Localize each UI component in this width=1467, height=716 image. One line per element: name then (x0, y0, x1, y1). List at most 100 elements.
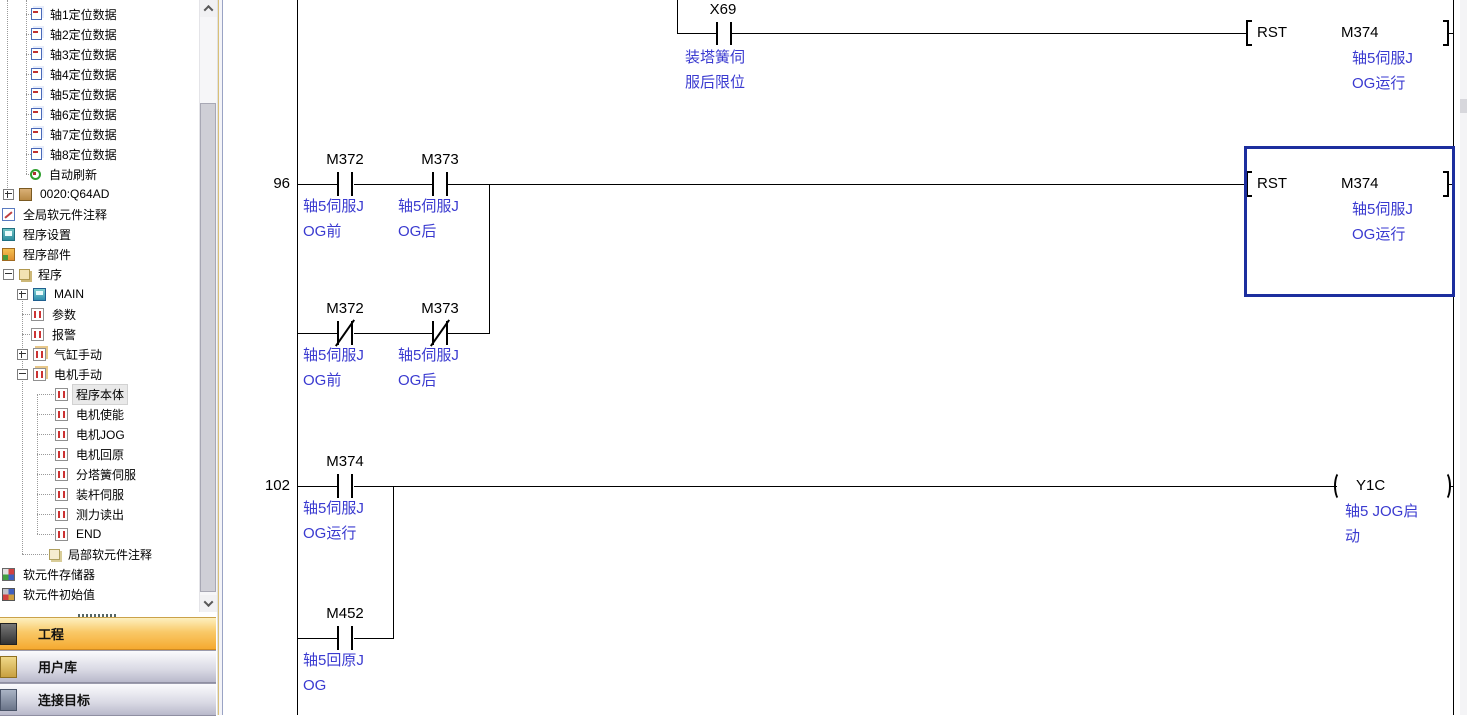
nav-connection-target-button[interactable]: 连接目标 (0, 683, 216, 716)
panel-splitter[interactable] (219, 0, 222, 715)
positioning-data-icon (31, 128, 42, 140)
sidebar-item-axis7-positioning-data[interactable]: 轴7定位数据 (0, 124, 199, 144)
sidebar-item-pou[interactable]: 程序部件 (0, 244, 199, 264)
ladder-scrollbar-thumb[interactable] (1460, 99, 1467, 113)
sidebar-item-axis4-positioning-data[interactable]: 轴4定位数据 (0, 64, 199, 84)
device-initial-value-icon (2, 587, 15, 601)
sidebar-item-axis5-positioning-data[interactable]: 轴5定位数据 (0, 84, 199, 104)
expand-plus-icon[interactable] (17, 348, 28, 360)
device-label[interactable]: M372 (326, 300, 364, 317)
ladder-program-icon (55, 487, 68, 501)
collapse-minus-icon[interactable] (3, 268, 14, 280)
nav-project-button[interactable]: 工程 (0, 617, 216, 650)
contact-m372-nc[interactable] (335, 319, 355, 347)
sidebar-item-program[interactable]: 程序 (0, 264, 199, 284)
sidebar-item-program-setting[interactable]: 程序设置 (0, 224, 199, 244)
scroll-down-button[interactable] (200, 595, 217, 612)
sidebar-item-rod-servo[interactable]: 装杆伺服 (0, 484, 199, 504)
sidebar-item-end[interactable]: END (0, 524, 199, 544)
sidebar-item-axis1-positioning-data[interactable]: 轴1定位数据 (0, 4, 199, 24)
panel-splitter[interactable] (218, 0, 219, 715)
device-label[interactable]: M374 (326, 453, 364, 470)
global-device-comment-icon (2, 207, 15, 221)
device-comment: 轴5伺服J OG运行 (1352, 201, 1413, 243)
contact-m373-no[interactable] (432, 172, 449, 196)
tree-scrollbar-thumb[interactable] (200, 103, 216, 592)
contact-m372-no[interactable] (337, 172, 354, 196)
instruction-bracket-left[interactable] (1246, 171, 1252, 197)
sidebar-item-tower-spring-servo[interactable]: 分塔簧伺服 (0, 464, 199, 484)
operand-label[interactable]: M374 (1341, 24, 1379, 41)
collapse-minus-icon[interactable] (17, 368, 28, 380)
sidebar-item-cylinder-manual[interactable]: 气缸手动 (0, 344, 199, 364)
sidebar-item-motor-home[interactable]: 电机回原 (0, 444, 199, 464)
positioning-data-icon (31, 8, 42, 20)
wire (297, 486, 338, 487)
wire (354, 184, 433, 185)
sidebar-item-axis2-positioning-data[interactable]: 轴2定位数据 (0, 24, 199, 44)
coil-left-paren[interactable] (1334, 471, 1347, 501)
contact-m452-no[interactable] (337, 626, 354, 650)
contact-m373-nc[interactable] (430, 319, 450, 347)
sidebar-item-module-q64ad[interactable]: 0020:Q64AD (0, 184, 199, 204)
instruction-bracket-right[interactable] (1443, 171, 1449, 197)
instruction-label[interactable]: RST (1257, 175, 1287, 192)
sidebar-item-alarm[interactable]: 报警 (0, 324, 199, 344)
wire (297, 638, 338, 639)
contact-x69[interactable] (716, 22, 733, 45)
device-label[interactable]: M373 (421, 151, 459, 168)
device-label[interactable]: M373 (421, 300, 459, 317)
sidebar-item-main[interactable]: MAIN (0, 284, 199, 304)
expand-plus-icon[interactable] (17, 288, 28, 300)
tree-guide (37, 394, 38, 534)
sidebar-item-auto-refresh[interactable]: 自动刷新 (0, 164, 199, 184)
device-label[interactable]: X69 (709, 1, 737, 18)
ladder-scrollbar[interactable] (1460, 0, 1467, 715)
sidebar-item-program-body[interactable]: 程序本体 (0, 383, 199, 405)
sidebar-item-motor-enable[interactable]: 电机使能 (0, 404, 199, 424)
wire (677, 0, 678, 33)
instruction-label[interactable]: RST (1257, 24, 1287, 41)
program-setting-icon (2, 227, 15, 241)
sidebar-item-force-readout[interactable]: 测力读出 (0, 504, 199, 524)
operand-label[interactable]: M374 (1341, 175, 1379, 192)
sidebar-item-axis6-positioning-data[interactable]: 轴6定位数据 (0, 104, 199, 124)
sidebar-item-axis8-positioning-data[interactable]: 轴8定位数据 (0, 144, 199, 164)
step-number: 96 (273, 175, 290, 192)
instruction-bracket-left[interactable] (1246, 20, 1252, 46)
ladder-program-icon (55, 527, 68, 541)
sidebar-item-motor-jog[interactable]: 电机JOG (0, 424, 199, 444)
positioning-data-icon (31, 68, 42, 80)
instruction-bracket-right[interactable] (1443, 20, 1449, 46)
device-label[interactable]: M452 (326, 605, 364, 622)
pane-resize-grip[interactable] (78, 614, 116, 617)
ladder-program-icon (31, 327, 44, 341)
pou-icon (2, 247, 15, 261)
device-comment: 装塔簧伺 服后限位 (685, 49, 746, 91)
wire (448, 333, 490, 334)
expand-plus-icon[interactable] (3, 188, 14, 200)
sidebar-item-axis3-positioning-data[interactable]: 轴3定位数据 (0, 44, 199, 64)
ladder-program-icon (31, 307, 44, 321)
sidebar-item-device-memory[interactable]: 软元件存储器 (0, 564, 199, 584)
sidebar-item-parameter[interactable]: 参数 (0, 304, 199, 324)
panel-splitter[interactable] (222, 0, 223, 715)
sidebar-item-local-device-comment[interactable]: 局部软元件注释 (0, 544, 199, 564)
program-folder-icon (19, 268, 30, 280)
scroll-up-button[interactable] (200, 0, 217, 17)
nav-user-library-button[interactable]: 用户库 (0, 650, 216, 683)
tree-guide (7, 0, 8, 194)
positioning-data-icon (31, 108, 42, 120)
sidebar-item-device-initial-value[interactable]: 软元件初始值 (0, 584, 199, 604)
device-comment: 轴5伺服J OG后 (398, 198, 459, 240)
ladder-program-folder-icon (33, 347, 46, 361)
sidebar-item-global-device-comment[interactable]: 全局软元件注释 (0, 204, 199, 224)
coil-label[interactable]: Y1C (1356, 477, 1386, 494)
panel-splitter[interactable] (217, 0, 218, 715)
tree-guide (22, 294, 23, 554)
sidebar-item-motor-manual[interactable]: 电机手动 (0, 364, 199, 384)
device-label[interactable]: M372 (326, 151, 364, 168)
wire (1449, 33, 1453, 34)
wire (354, 638, 393, 639)
contact-m374-no[interactable] (337, 474, 354, 498)
